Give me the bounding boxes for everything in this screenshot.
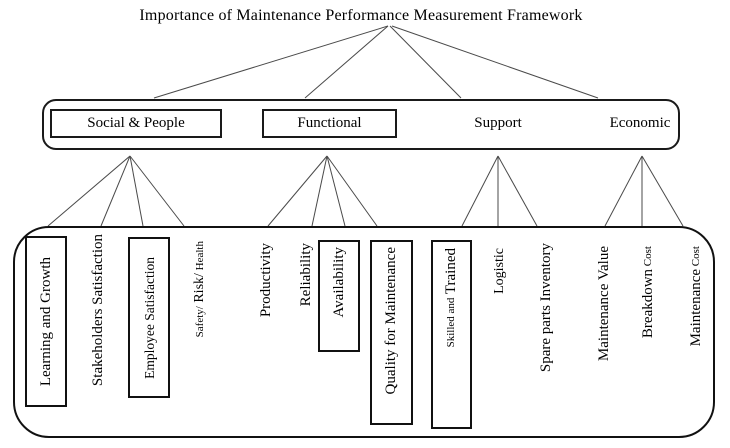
leaf-maintenance-cost-label: Maintenance Cost	[687, 246, 706, 346]
leaf-breakdown-cost-label: Breakdown Cost	[639, 246, 658, 338]
indicator-container	[13, 226, 715, 438]
category-container	[42, 99, 680, 150]
leaf-maintenance-cost-part: Cost	[690, 246, 702, 269]
social-fan	[47, 155, 185, 227]
leaf-logistic-label: Logistic	[492, 248, 507, 294]
leaf-quality-for-maintenance-box: Quality for Maintenance	[370, 240, 413, 425]
leaf-skilled-part: Skilled and	[445, 297, 457, 348]
leaf-productivity-label: Productivity	[258, 243, 274, 318]
leaf-breakdown-part: Breakdown	[640, 268, 656, 339]
leaf-maintenance-part: Maintenance	[688, 268, 704, 347]
leaf-breakdown-cost-part: Cost	[642, 246, 654, 269]
leaf-employee-satisfaction-label: Employee Satisfaction	[141, 256, 157, 379]
leaf-spare-parts-inventory-label: Spare parts Inventory	[538, 243, 554, 373]
functional-fan	[267, 155, 378, 227]
leaf-learning-and-growth-label: Learning and Growth	[37, 256, 54, 387]
leaf-trained-part: Trained	[443, 248, 459, 298]
category-functional-label: Functional	[297, 115, 362, 131]
leaf-stakeholders-satisfaction-label: Stakeholders Satisfaction	[90, 234, 106, 387]
leaf-safety-part: Safety/	[194, 306, 206, 338]
category-social-people-label: Social & People	[87, 115, 185, 131]
category-support-label: Support	[474, 115, 522, 131]
category-social-people-box: Social & People	[50, 109, 222, 138]
leaf-reliability-label: Reliability	[298, 243, 314, 307]
leaf-quality-for-maintenance-label: Quality for Maintenance	[383, 247, 399, 395]
category-economic-label: Economic	[609, 115, 671, 131]
leaf-learning-and-growth-box: Learning and Growth	[25, 236, 67, 407]
leaf-safety-risk-health-label: Safety/ Risk/ Health	[190, 241, 210, 337]
leaf-risk-part: Risk/	[192, 273, 207, 307]
title-fan	[153, 25, 599, 99]
leaf-maintenance-value-label: Maintenance Value	[596, 246, 612, 362]
leaf-availability-label: Availability	[330, 247, 347, 318]
leaf-health-part: Health	[194, 241, 206, 274]
leaf-availability-box: Availability	[318, 240, 360, 352]
category-functional-box: Functional	[262, 109, 397, 138]
leaf-skilled-and-trained-box: Skilled and Trained	[431, 240, 472, 429]
leaf-skilled-and-trained-label: Skilled and Trained	[442, 248, 461, 347]
support-fan	[461, 155, 538, 227]
leaf-employee-satisfaction-box: Employee Satisfaction	[128, 237, 170, 398]
diagram-title: Importance of Maintenance Performance Me…	[139, 7, 583, 24]
economic-fan	[604, 155, 684, 227]
